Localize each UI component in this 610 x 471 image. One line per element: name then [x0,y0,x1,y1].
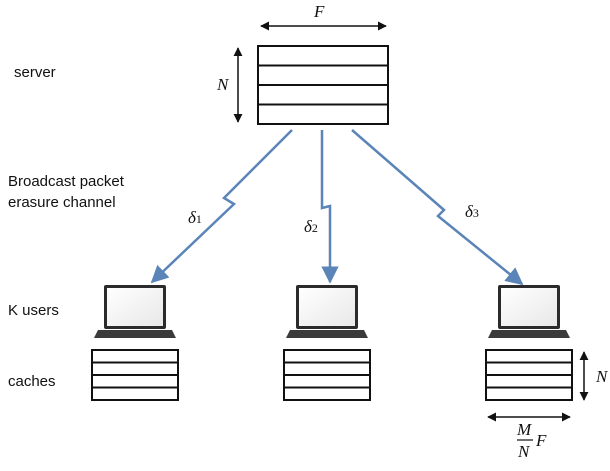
link-arrow-user2 [320,130,339,284]
users-label: K users [8,302,59,319]
server-file-block [257,45,389,125]
cache-height-symbol: N [596,367,608,386]
channel-label-line1: Broadcast packet [8,173,124,190]
server-height-symbol: N [217,75,229,94]
caches-label: caches [8,373,56,390]
cache-width-numerator: M [517,420,532,439]
cache-user3 [485,349,573,401]
cache-user2 [283,349,371,401]
laptop-user1 [94,285,176,338]
laptop-user3 [488,285,570,338]
laptop-user2 [286,285,368,338]
channel-label-line2: erasure channel [8,194,116,211]
server-label: server [14,64,56,81]
cache-width-denominator: N [518,442,530,461]
link-label-2: δ2 [304,217,318,236]
link-arrow-user3 [351,129,524,286]
link-label-3: δ3 [465,202,479,221]
cache-user1 [91,349,179,401]
link-label-1: δ1 [188,208,202,227]
cache-width-variable: F [536,431,547,450]
server-width-symbol: F [314,2,325,21]
link-arrow-user1 [150,129,293,284]
